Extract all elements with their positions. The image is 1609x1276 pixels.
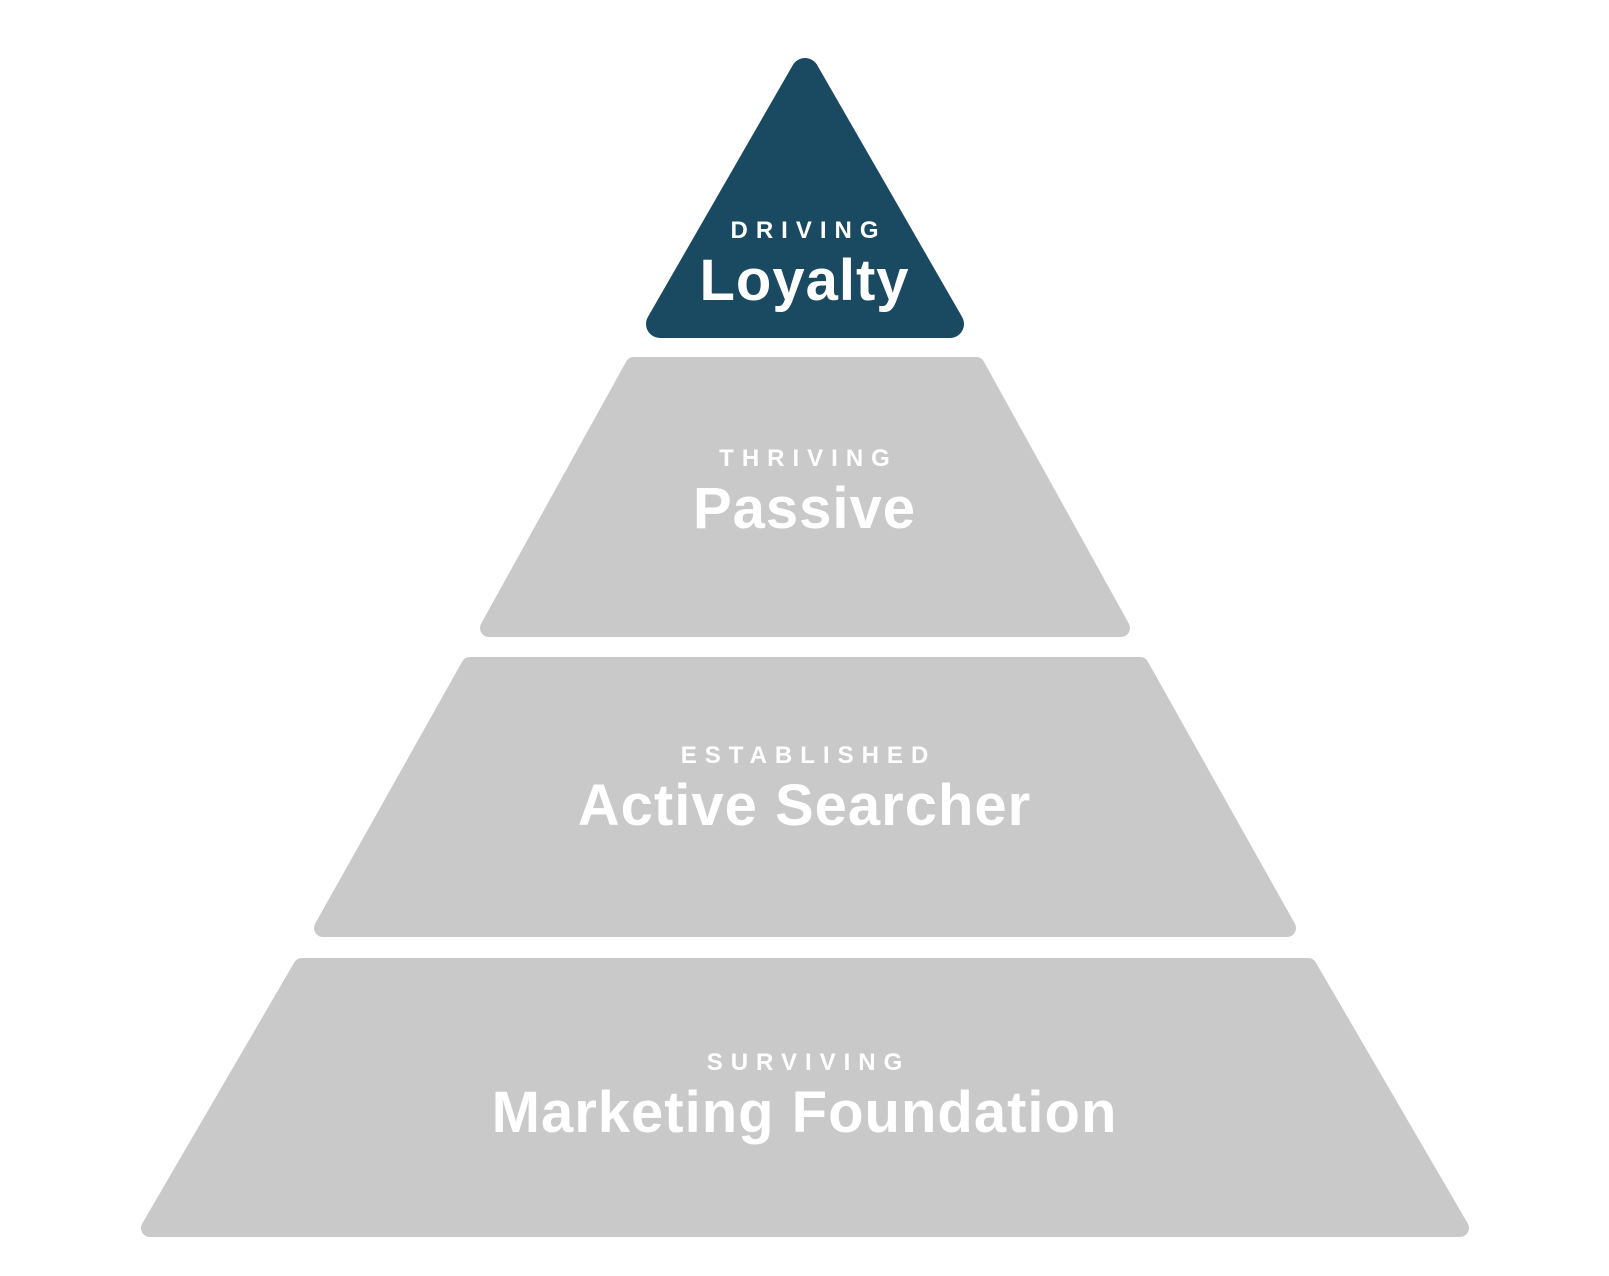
pyramid-level-1-shape (646, 58, 964, 338)
pyramid-level-4-shape (141, 958, 1469, 1237)
pyramid-level-2-shape (480, 357, 1130, 637)
pyramid-level-3-shape (314, 657, 1296, 937)
